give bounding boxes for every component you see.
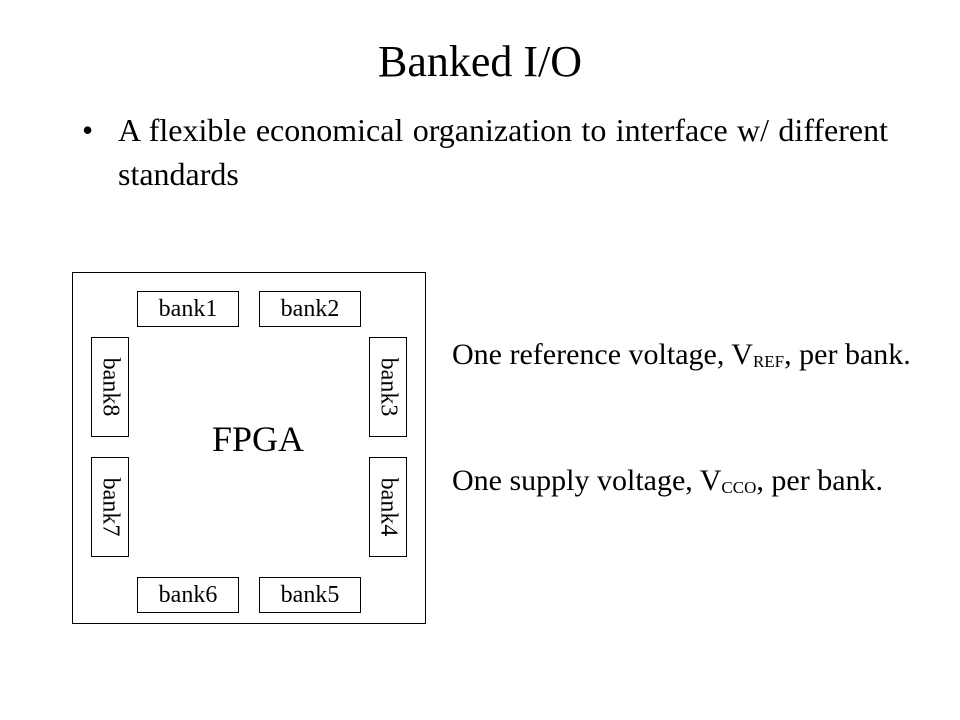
bank5-label: bank5 — [280, 581, 340, 608]
bank8-box: bank8 — [91, 337, 129, 437]
vref-subscript: REF — [752, 352, 785, 371]
bank7-box: bank7 — [91, 457, 129, 557]
vcco-subscript: CCO — [721, 478, 757, 497]
bank2-box: bank2 — [259, 291, 361, 327]
bank4-box: bank4 — [369, 457, 407, 557]
bank3-label: bank3 — [375, 357, 401, 417]
bank6-label: bank6 — [158, 581, 218, 608]
bank7-label: bank7 — [97, 477, 123, 537]
vref-note-suffix: , per bank. — [784, 338, 911, 371]
bank6-box: bank6 — [137, 577, 239, 613]
bank4-label: bank4 — [375, 477, 401, 537]
bullet-text: A flexible economical organization to in… — [118, 112, 888, 192]
bank5-box: bank5 — [259, 577, 361, 613]
vcco-note-prefix: One supply voltage, V — [452, 464, 722, 497]
bank3-box: bank3 — [369, 337, 407, 437]
vcco-note-suffix: , per bank. — [756, 464, 884, 497]
bullet-dot-icon: • — [82, 112, 94, 148]
vref-note: One reference voltage, VREF, per bank. — [452, 334, 912, 376]
slide-title: Banked I/O — [377, 37, 583, 86]
fpga-diagram: bank1 bank2 bank3 bank4 bank5 bank6 bank… — [72, 272, 426, 624]
bank1-box: bank1 — [137, 291, 239, 327]
fpga-label: FPGA — [211, 419, 305, 459]
bank8-label: bank8 — [97, 357, 123, 417]
bank2-label: bank2 — [280, 295, 340, 322]
bank1-label: bank1 — [158, 295, 218, 322]
vref-note-prefix: One reference voltage, V — [452, 338, 753, 371]
vcco-note: One supply voltage, VCCO, per bank. — [452, 460, 912, 502]
